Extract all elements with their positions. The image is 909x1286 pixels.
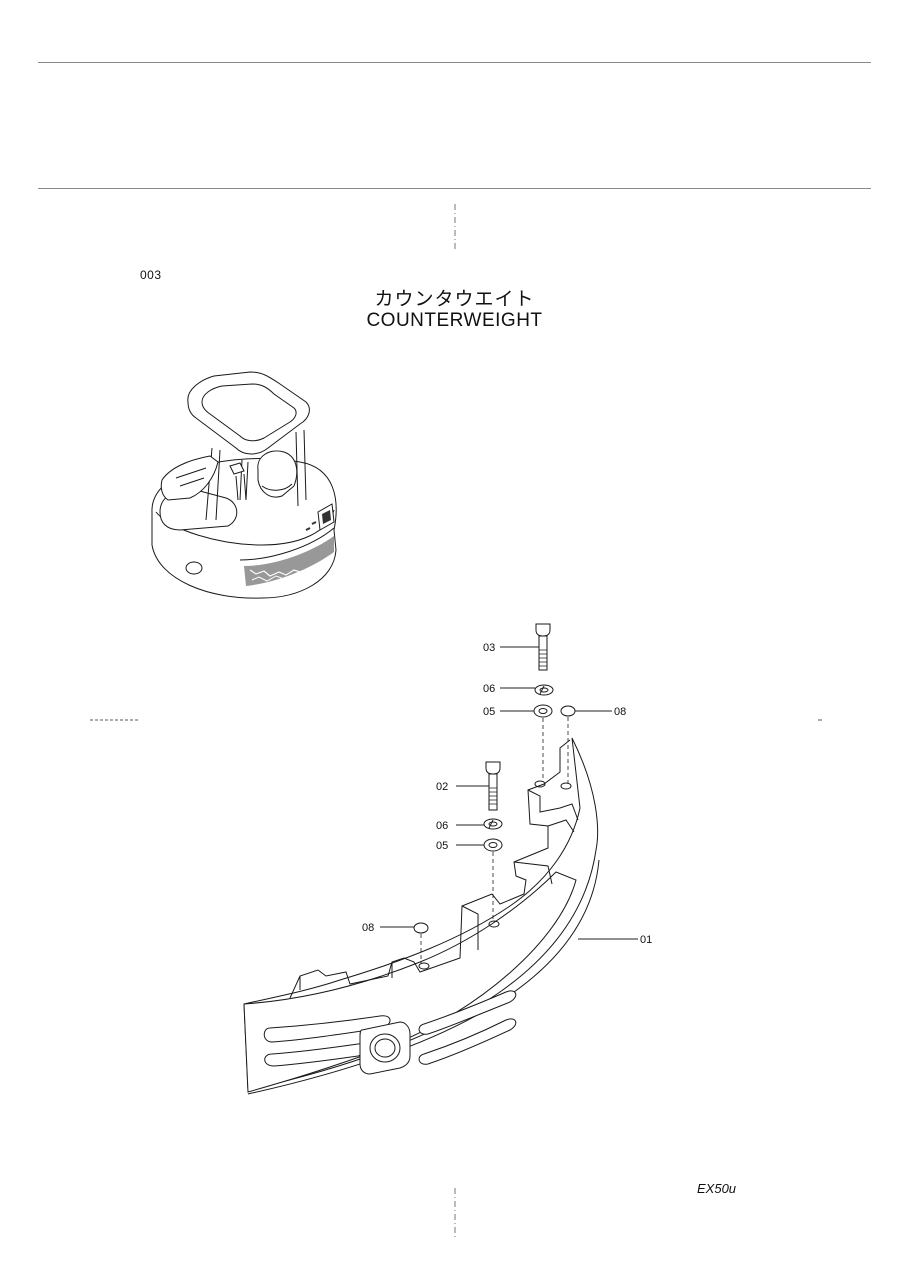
callout-06-upper: 06 <box>483 683 495 695</box>
callout-08-lower: 08 <box>362 922 374 934</box>
page-title-japanese: カウンタウエイト <box>374 288 535 310</box>
callout-03: 03 <box>483 642 495 654</box>
page-number: 003 <box>140 268 162 282</box>
header-rule <box>38 188 871 189</box>
model-label: EX50u <box>697 1181 737 1196</box>
flat-washer-part-05-upper <box>533 704 553 718</box>
callout-08-upper: 08 <box>614 706 626 718</box>
callout-05-upper: 05 <box>483 706 495 718</box>
spring-washer-part-06-lower <box>483 818 503 830</box>
flat-washer-part-05-lower <box>483 838 503 852</box>
plug-part-08-lower <box>413 922 429 934</box>
assembly-axes <box>420 717 569 964</box>
callout-02: 02 <box>436 781 448 793</box>
bolt-part-02 <box>485 761 501 811</box>
plug-part-08-upper <box>560 705 576 717</box>
counterweight-assembly <box>243 737 600 1095</box>
page-title-english: COUNTERWEIGHT <box>366 310 543 331</box>
leader-lines <box>380 646 638 940</box>
callout-05-lower: 05 <box>436 840 448 852</box>
spring-washer-part-06-upper <box>534 684 554 696</box>
callout-01: 01 <box>640 934 652 946</box>
excavator-illustration <box>151 371 337 599</box>
bolt-part-03 <box>535 623 551 671</box>
callout-06-lower: 06 <box>436 820 448 832</box>
top-rule <box>38 62 871 63</box>
